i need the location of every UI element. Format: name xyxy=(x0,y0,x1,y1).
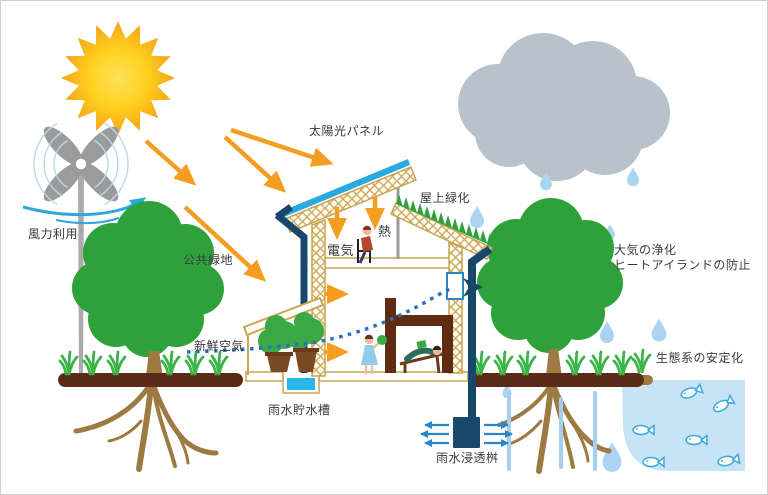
solar-panel-icon xyxy=(282,159,410,217)
tree-roots-left xyxy=(73,381,219,472)
fresh-air-dotted-path xyxy=(186,286,454,354)
label-wind-power: 風力利用 xyxy=(28,227,79,241)
label-public-green-space: 公共緑地 xyxy=(183,253,234,267)
airflow-arrows xyxy=(324,284,349,362)
rain-tank-water xyxy=(287,378,315,390)
wind-flow-arrow xyxy=(22,197,147,225)
green-roof-grass xyxy=(396,194,492,246)
label-fresh-air: 新鮮空気 xyxy=(194,339,245,353)
label-rainwater-infiltration-basin: 雨水浸透桝 xyxy=(436,451,499,465)
main-roof xyxy=(284,166,417,233)
soil-strip-left xyxy=(58,373,243,387)
label-heat-island-prevention: ヒートアイランドの防止 xyxy=(614,258,751,272)
person-with-plant xyxy=(361,334,387,374)
label-air-purification: 大気の浄化 xyxy=(614,243,677,257)
label-ecosystem-stabilization: 生態系の安定化 xyxy=(656,351,744,365)
wind-ripples-icon xyxy=(33,122,129,206)
green-roof xyxy=(390,201,493,261)
floor-beam xyxy=(311,257,463,269)
sun-icon xyxy=(61,21,175,135)
infiltration-arrows xyxy=(420,421,513,447)
label-rooftop-greening: 屋上緑化 xyxy=(420,191,471,205)
heat-electric-arrows xyxy=(327,197,385,240)
air-exit-arrow xyxy=(463,278,483,297)
tree-roots-right xyxy=(497,381,612,474)
label-heat: 熱 xyxy=(378,224,392,239)
person-at-desk xyxy=(357,225,373,264)
interior-partition-wall xyxy=(385,298,453,373)
sun-ray-arrows xyxy=(144,127,334,282)
soil-strip-right xyxy=(469,373,653,387)
house-illustration xyxy=(186,159,513,448)
label-solar-panel: 太陽光パネル xyxy=(309,124,385,138)
pond-icon xyxy=(622,380,745,471)
label-rainwater-tank: 雨水貯水槽 xyxy=(268,403,331,417)
person-on-lounger xyxy=(399,340,443,374)
infiltration-basin-box xyxy=(453,417,480,448)
entrance-awning xyxy=(242,296,325,337)
tree-icon-right xyxy=(477,198,623,385)
rain-cloud-icon xyxy=(458,33,670,181)
label-electricity: 電気 xyxy=(327,243,355,258)
potted-plants-icon xyxy=(258,312,324,372)
air-vent xyxy=(446,272,464,300)
right-downspout-pipe xyxy=(468,245,493,417)
